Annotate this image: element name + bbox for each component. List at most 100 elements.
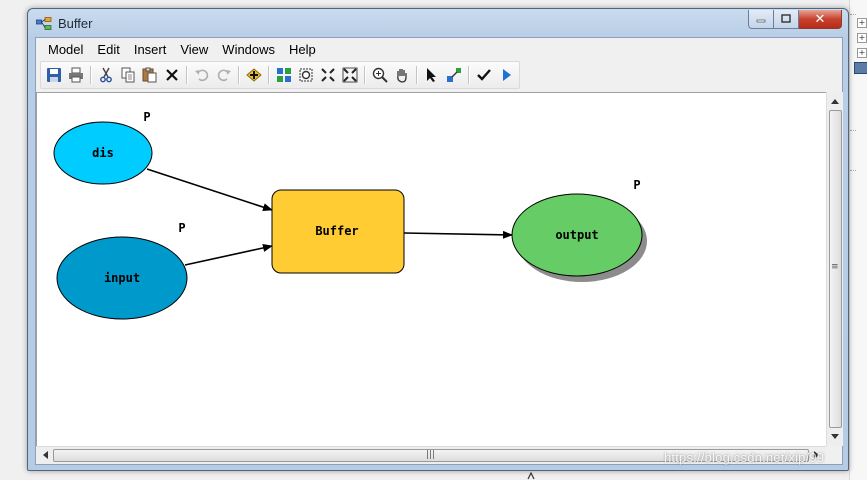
minimize-button[interactable] xyxy=(748,10,774,29)
zoom-button[interactable] xyxy=(370,65,390,85)
model-builder-app-icon xyxy=(36,17,52,30)
scroll-left-button[interactable] xyxy=(38,448,52,462)
window-controls: ✕ xyxy=(748,10,842,29)
minimize-icon xyxy=(756,19,766,23)
node-dis[interactable]: dis P xyxy=(53,110,153,185)
toolbar-separator xyxy=(186,66,188,84)
copy-icon xyxy=(121,67,135,83)
node-input-label: input xyxy=(104,271,140,285)
standard-toolbar xyxy=(40,61,520,89)
menu-model[interactable]: Model xyxy=(48,41,84,57)
zoom-in-fixed-button[interactable] xyxy=(318,65,338,85)
connect-icon xyxy=(447,68,461,82)
tree-line xyxy=(850,170,856,171)
maximize-button[interactable] xyxy=(774,10,799,29)
window-client-area: Model Edit Insert View Windows Help xyxy=(35,37,843,465)
print-button[interactable] xyxy=(66,65,86,85)
add-data-button[interactable] xyxy=(244,65,264,85)
toolbar-separator xyxy=(268,66,270,84)
copy-button[interactable] xyxy=(118,65,138,85)
add-data-icon xyxy=(246,68,262,82)
run-icon xyxy=(503,69,511,81)
watermark-text: https://blog.csdn.net/xip/99 xyxy=(664,450,825,465)
validate-button[interactable] xyxy=(474,65,494,85)
menu-view[interactable]: View xyxy=(180,41,209,57)
model-diagram: dis P input P Buffer o xyxy=(53,110,647,320)
toolbar-separator xyxy=(416,66,418,84)
connect-button[interactable] xyxy=(444,65,464,85)
node-input[interactable]: input P xyxy=(56,221,188,320)
tree-expand-icon[interactable]: + xyxy=(857,48,867,58)
connector-buffer-to-output[interactable] xyxy=(403,230,513,239)
toolbar-separator xyxy=(90,66,92,84)
select-button[interactable] xyxy=(422,65,442,85)
paste-button[interactable] xyxy=(140,65,160,85)
pan-icon xyxy=(397,69,407,83)
full-extent-icon xyxy=(299,68,313,82)
redo-button[interactable] xyxy=(214,65,234,85)
model-builder-window: Buffer ✕ Model Edit Insert View Windows … xyxy=(27,8,849,471)
toolbar-separator xyxy=(468,66,470,84)
cut-icon xyxy=(100,67,112,83)
toolbar-separator xyxy=(238,66,240,84)
close-button[interactable]: ✕ xyxy=(799,10,842,29)
full-extent-button[interactable] xyxy=(296,65,316,85)
node-buffer-label: Buffer xyxy=(315,224,358,238)
close-icon: ✕ xyxy=(814,11,826,27)
toolbox-icon xyxy=(854,62,867,74)
tree-expand-icon[interactable]: + xyxy=(857,18,867,28)
scroll-up-button[interactable] xyxy=(828,94,842,108)
zoom-icon xyxy=(372,67,388,83)
connector-dis-to-buffer[interactable] xyxy=(146,168,273,211)
cut-button[interactable] xyxy=(96,65,116,85)
scroll-right-button[interactable] xyxy=(810,448,824,462)
save-button[interactable] xyxy=(44,65,64,85)
tree-line xyxy=(850,130,856,131)
pan-button[interactable] xyxy=(392,65,412,85)
select-icon xyxy=(427,68,436,82)
vertical-scroll-thumb[interactable]: ≡ xyxy=(829,110,842,428)
validate-icon xyxy=(477,69,491,81)
grip-icon: ≡ xyxy=(831,262,839,272)
chevron-down-icon xyxy=(831,434,839,439)
auto-layout-button[interactable] xyxy=(274,65,294,85)
print-icon xyxy=(69,67,83,83)
scrollbar-corner xyxy=(826,446,842,463)
menu-insert[interactable]: Insert xyxy=(133,41,167,57)
menu-edit[interactable]: Edit xyxy=(97,41,120,57)
connector-input-to-buffer[interactable] xyxy=(184,244,273,266)
menu-windows[interactable]: Windows xyxy=(222,41,276,57)
scroll-down-button[interactable] xyxy=(828,430,842,444)
title-bar[interactable]: Buffer ✕ xyxy=(28,9,848,37)
cursor-marker-icon xyxy=(527,472,535,480)
tree-expand-icon[interactable]: + xyxy=(857,33,867,43)
vertical-scrollbar[interactable]: ≡ xyxy=(826,92,843,446)
menu-bar: Model Edit Insert View Windows Help xyxy=(36,38,848,60)
auto-layout-icon xyxy=(277,68,291,82)
node-output-shape[interactable] xyxy=(511,193,643,277)
node-dis-parameter-marker: P xyxy=(143,110,150,124)
zoom-out-fixed-icon xyxy=(342,67,358,83)
tree-line xyxy=(850,14,856,15)
paste-icon xyxy=(142,67,157,83)
horizontal-scrollbar[interactable]: ||| xyxy=(36,446,826,464)
node-dis-shape[interactable] xyxy=(53,121,153,185)
maximize-icon xyxy=(781,14,791,23)
undo-icon xyxy=(195,69,209,82)
delete-button[interactable] xyxy=(162,65,182,85)
zoom-out-fixed-button[interactable] xyxy=(340,65,360,85)
model-canvas[interactable]: dis P input P Buffer o xyxy=(36,92,827,447)
node-output[interactable]: output P xyxy=(511,178,647,282)
horizontal-scroll-thumb[interactable]: ||| xyxy=(53,449,809,462)
undo-button[interactable] xyxy=(192,65,212,85)
save-icon xyxy=(47,68,61,82)
window-title: Buffer xyxy=(58,16,93,31)
node-input-parameter-marker: P xyxy=(178,221,185,235)
menu-help[interactable]: Help xyxy=(289,41,316,57)
run-button[interactable] xyxy=(496,65,516,85)
delete-icon xyxy=(166,69,178,81)
node-buffer-shape[interactable] xyxy=(271,189,405,274)
chevron-right-icon xyxy=(814,451,819,459)
node-buffer-tool[interactable]: Buffer xyxy=(271,189,405,274)
node-input-shape[interactable] xyxy=(56,236,188,320)
